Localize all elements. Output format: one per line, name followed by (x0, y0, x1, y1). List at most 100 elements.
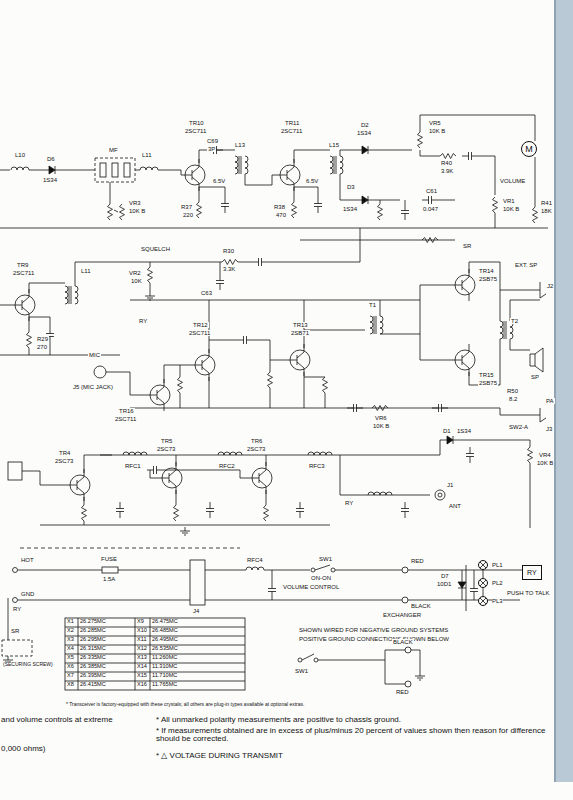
wire (469, 339, 500, 385)
box-outline (65, 618, 245, 690)
wire (199, 150, 235, 163)
wire (480, 115, 535, 141)
component-label: R40 (440, 160, 453, 166)
capacitor-symbol (422, 196, 438, 204)
box-outline (112, 163, 118, 177)
component-label: * Transceiver is factory-equipped with t… (65, 702, 305, 707)
node-text: PL3 (492, 598, 503, 604)
component-label: T1 (368, 302, 377, 308)
capacitor-symbol (401, 502, 409, 518)
transistor-leads (146, 379, 164, 411)
wire (18, 570, 102, 571)
wire (209, 340, 237, 341)
capacitor-symbol (147, 466, 163, 474)
wire (0, 170, 10, 171)
component-label: C63 (200, 290, 213, 296)
wire (84, 455, 112, 473)
wire (325, 393, 326, 408)
wire (22, 471, 66, 485)
resistor-symbol (418, 132, 423, 148)
table-cell: X11 (136, 637, 148, 643)
jack-symbol (540, 408, 546, 422)
table-cell: 26.395MC (79, 673, 107, 679)
wire (500, 290, 540, 291)
wire (150, 470, 158, 478)
component-label: * If measurements obtained are in excess… (155, 727, 547, 744)
table-cell: 11.310MC (151, 664, 178, 670)
wire (100, 455, 440, 456)
coil-symbol (245, 156, 248, 174)
node-text: M (525, 145, 533, 154)
wire (158, 170, 181, 175)
component-label: 3.9K (440, 168, 454, 174)
wire (110, 182, 111, 204)
wire (50, 343, 51, 355)
component-label: 10K B (128, 208, 146, 214)
table-cell: X14 (136, 664, 148, 670)
capacitor-symbol (216, 274, 224, 290)
wire (100, 262, 222, 263)
component-label: RFC2 (218, 463, 236, 469)
component-label: (SECURING SCREW) (2, 662, 54, 667)
component-label: R50 (506, 388, 519, 394)
coil-symbol (380, 316, 383, 334)
table-cell: X9 (136, 619, 145, 625)
wire (29, 283, 65, 293)
component-label: TR13 (292, 322, 309, 328)
wire (20, 548, 240, 549)
wire (180, 365, 181, 377)
wire (135, 170, 140, 171)
component-label: 18K (540, 208, 553, 214)
microphone-symbol (94, 366, 106, 378)
component-label: EXT. SP (514, 262, 538, 268)
component-label: VR5 (428, 120, 442, 126)
component-label: RY (12, 606, 22, 612)
wire (270, 388, 271, 408)
wire (75, 262, 100, 286)
coil-symbol (140, 167, 158, 170)
wire (84, 497, 85, 505)
transistor-leads (191, 349, 209, 381)
component-label: 10K B (502, 206, 520, 212)
component-label: PA (545, 398, 555, 404)
coil-symbol (308, 452, 332, 455)
wire (199, 187, 225, 197)
wire (440, 440, 447, 455)
component-label: RY (138, 318, 148, 324)
pilot-lamp: PL1 (478, 560, 488, 570)
speaker-symbol (530, 348, 543, 372)
wire (385, 660, 405, 684)
wire (368, 150, 412, 151)
wire (420, 150, 421, 156)
terminal (405, 681, 411, 687)
component-label: SR (462, 243, 472, 249)
coil-symbol (246, 567, 264, 570)
component-label: 2SC711 (280, 128, 303, 134)
component-label: J3 (545, 426, 553, 432)
table-cell: 26.495MC (151, 637, 179, 643)
component-label: 2SB75 (478, 380, 498, 386)
component-label: 1.5A (102, 576, 116, 582)
coil-symbol (75, 286, 78, 304)
wire (272, 570, 273, 582)
component-label: 2SC711 (114, 416, 137, 422)
table-cell: 26.385MC (79, 664, 107, 670)
component-label: 1S34 (342, 206, 358, 212)
wire (495, 213, 496, 228)
component-label: VR3 (128, 200, 142, 206)
wire (302, 654, 314, 660)
coil-symbol (123, 452, 147, 455)
resistor-symbol (268, 372, 273, 388)
wire (29, 348, 30, 355)
terminal (311, 568, 315, 572)
table-cell: 26.535MC (151, 646, 179, 652)
table-cell: X10 (136, 628, 148, 634)
component-label: 10K (130, 278, 143, 284)
component-label: VR6 (374, 415, 388, 421)
wire (380, 285, 451, 334)
component-label: TR6 (250, 438, 263, 444)
box-outline (124, 163, 130, 177)
lamp-bus (466, 565, 467, 611)
wire (462, 588, 463, 600)
